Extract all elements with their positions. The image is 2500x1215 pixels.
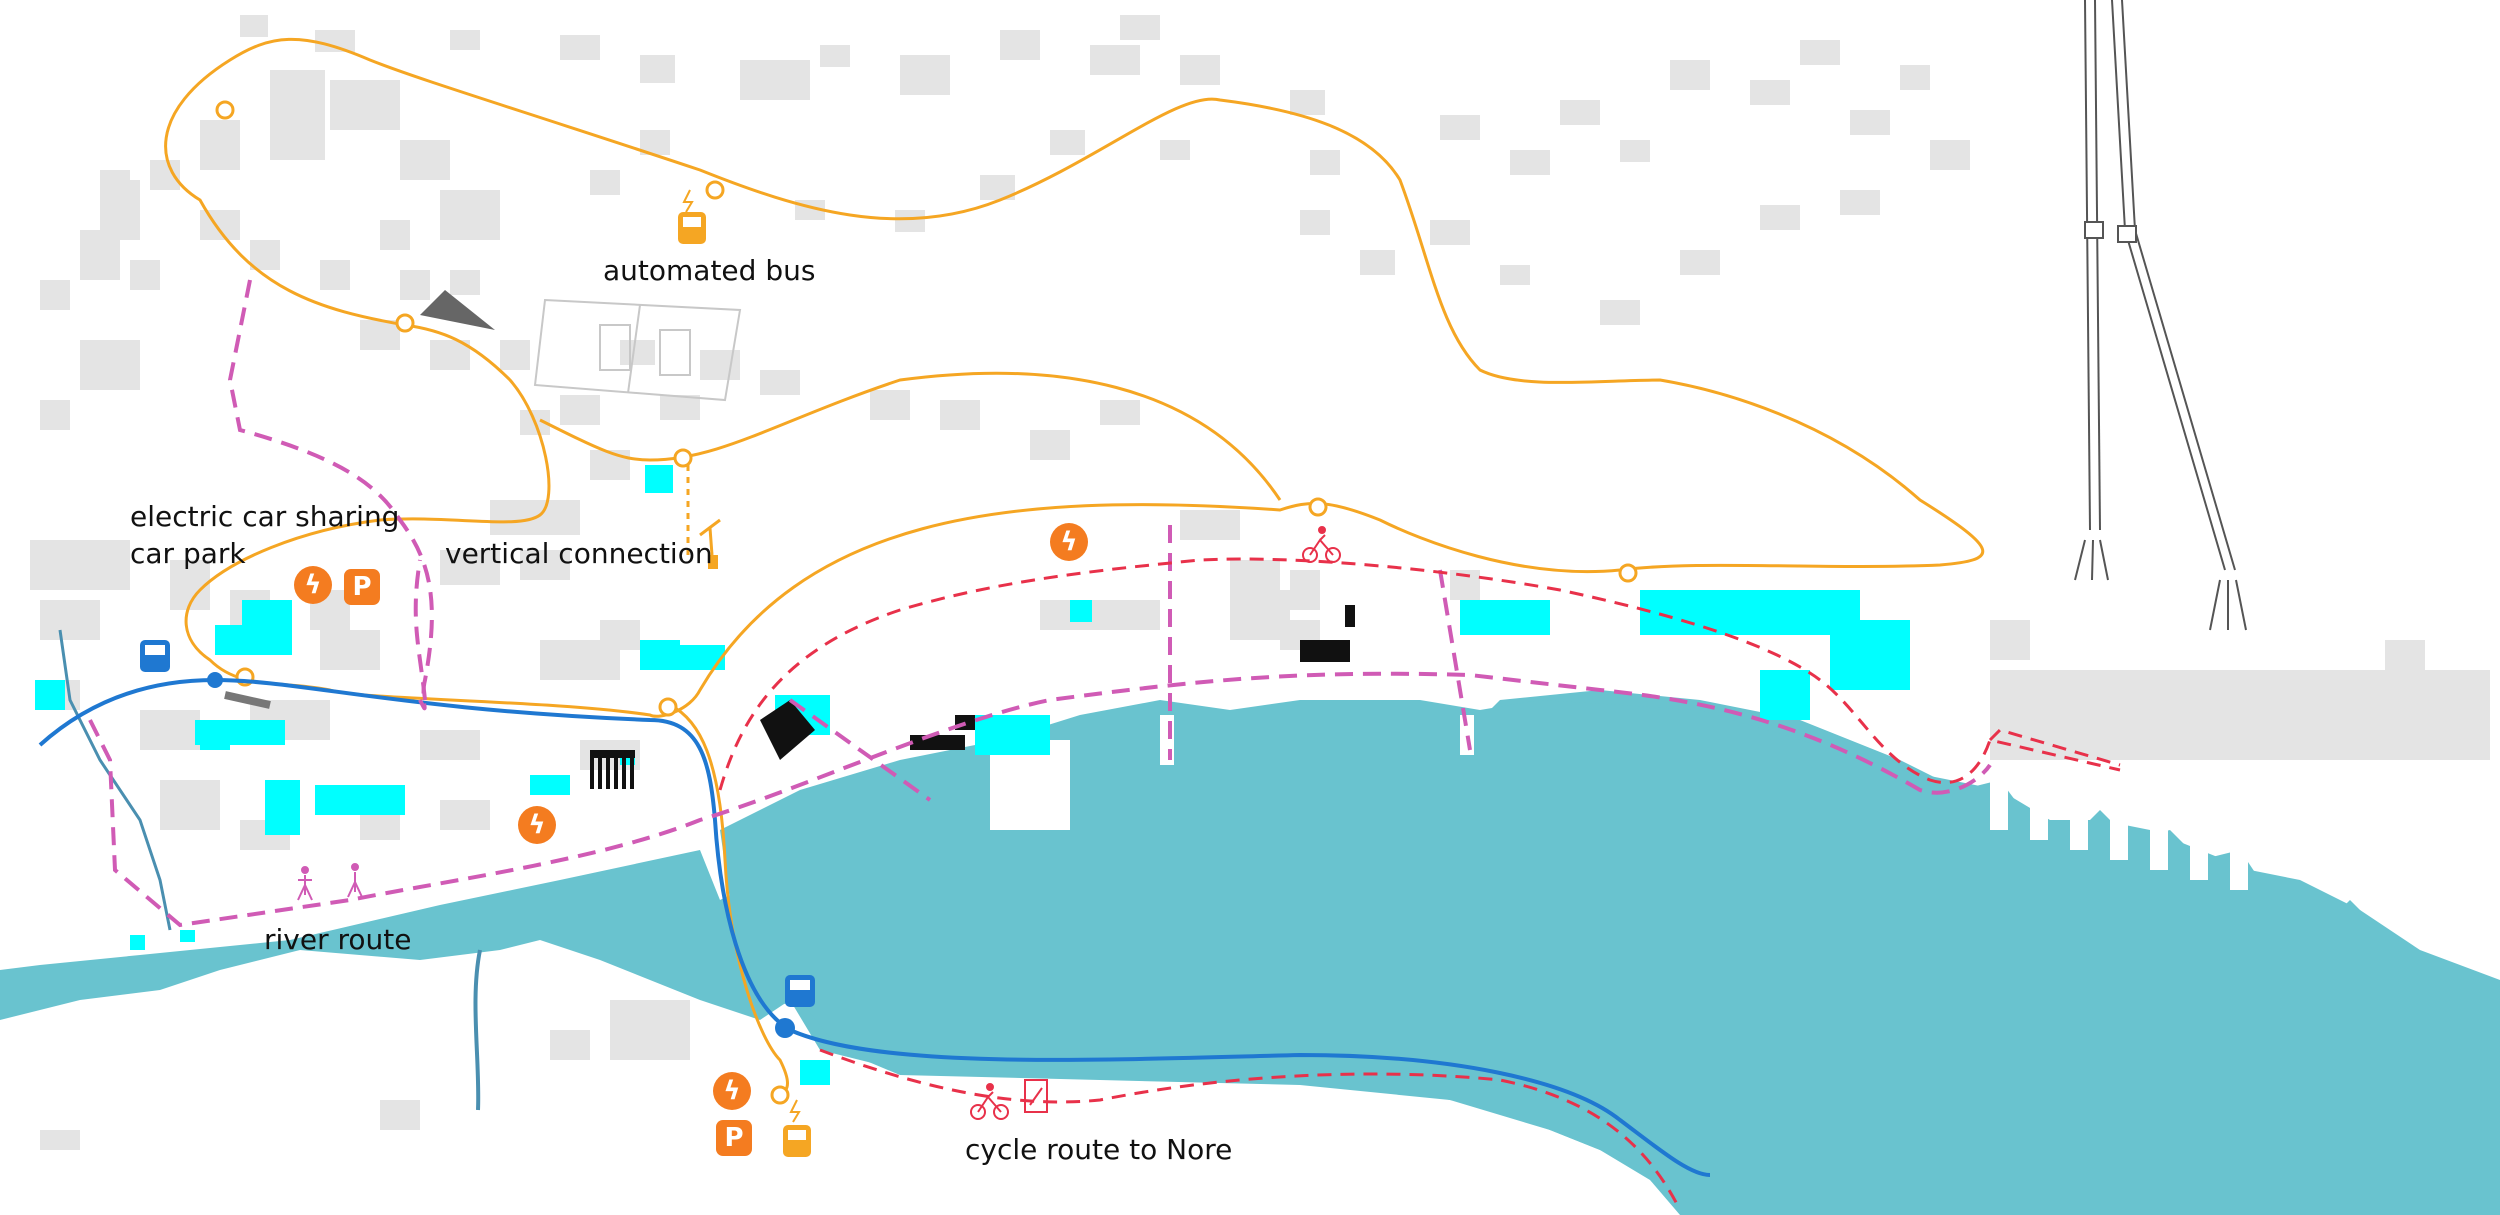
charging-icon: ϟ	[294, 566, 332, 604]
label-electric-car-sharing: electric car sharing	[130, 500, 400, 533]
parking-icon: P	[716, 1120, 752, 1156]
rail-platform	[224, 691, 271, 709]
bike-rack	[590, 755, 634, 789]
label-cycle-route-to-nore: cycle route to Nore	[965, 1133, 1233, 1166]
bus-stops	[215, 100, 1638, 1105]
cable-car-stop	[420, 290, 495, 330]
rail-route	[38, 677, 1711, 1177]
sports-field	[533, 298, 742, 402]
cable-lift-station	[708, 555, 718, 569]
label-car-park: car park	[130, 537, 246, 570]
lake-main	[720, 700, 2500, 1215]
cycle-route	[718, 557, 2121, 1211]
harbour-piers	[990, 715, 2248, 890]
charging-icon: ϟ	[1050, 523, 1088, 561]
highlighted-buildings	[35, 465, 1910, 1085]
power-lines	[2074, 0, 2247, 631]
label-automated-bus: automated bus	[603, 254, 816, 287]
label-vertical-connection: vertical connection	[445, 537, 713, 570]
cable-lift	[699, 518, 721, 556]
river	[473, 949, 482, 1111]
charging-icon: ϟ	[518, 806, 556, 844]
stream	[58, 629, 172, 931]
lightning-mark	[789, 1099, 801, 1123]
bicycle-icon	[970, 526, 1341, 1120]
lightning-mark	[682, 189, 694, 213]
pedestrian-icon	[297, 863, 363, 901]
parking-icon: P	[344, 569, 380, 605]
charging-icon: ϟ	[713, 1072, 751, 1110]
scooter-icon	[1024, 1079, 1048, 1113]
label-river-route: river route	[264, 923, 412, 956]
